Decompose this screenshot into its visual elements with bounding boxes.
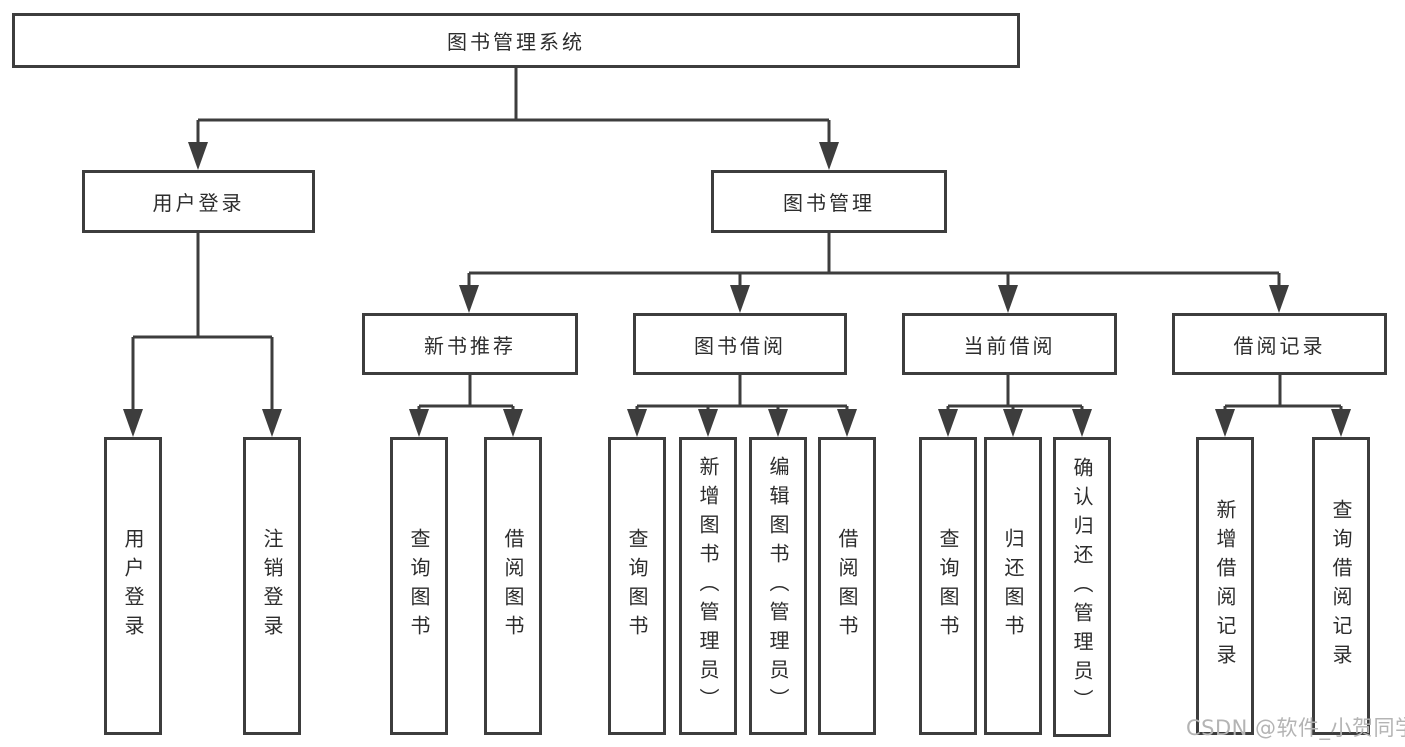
node-book-borrow: 图书借阅 xyxy=(633,313,847,375)
leaf-recommend-borrow-books: 借阅图书 xyxy=(484,437,542,735)
leaf-current-confirm-return-admin: 确认归还（管理员） xyxy=(1053,437,1111,737)
node-borrow-records: 借阅记录 xyxy=(1172,313,1387,375)
leaf-records-query-record: 查询借阅记录 xyxy=(1312,437,1370,735)
node-user-login: 用户登录 xyxy=(82,170,315,233)
leaf-recommend-query-books: 查询图书 xyxy=(390,437,448,735)
leaf-current-query-books: 查询图书 xyxy=(919,437,977,735)
leaf-records-add-record: 新增借阅记录 xyxy=(1196,437,1254,735)
leaf-user-login: 用户登录 xyxy=(104,437,162,735)
leaf-borrow-borrow-books: 借阅图书 xyxy=(818,437,876,735)
csdn-watermark: CSDN @软件_小贺同学 xyxy=(1186,716,1405,740)
node-current-borrow: 当前借阅 xyxy=(902,313,1117,375)
leaf-current-return-books: 归还图书 xyxy=(984,437,1042,735)
leaf-borrow-add-books-admin: 新增图书（管理员） xyxy=(679,437,737,735)
node-new-book-recommend: 新书推荐 xyxy=(362,313,578,375)
leaf-logout: 注销登录 xyxy=(243,437,301,735)
arrowheads xyxy=(123,142,1351,437)
node-library-management-system: 图书管理系统 xyxy=(12,13,1020,68)
node-book-management: 图书管理 xyxy=(711,170,947,233)
leaf-borrow-query-books: 查询图书 xyxy=(608,437,666,735)
leaf-borrow-edit-books-admin: 编辑图书（管理员） xyxy=(749,437,807,735)
